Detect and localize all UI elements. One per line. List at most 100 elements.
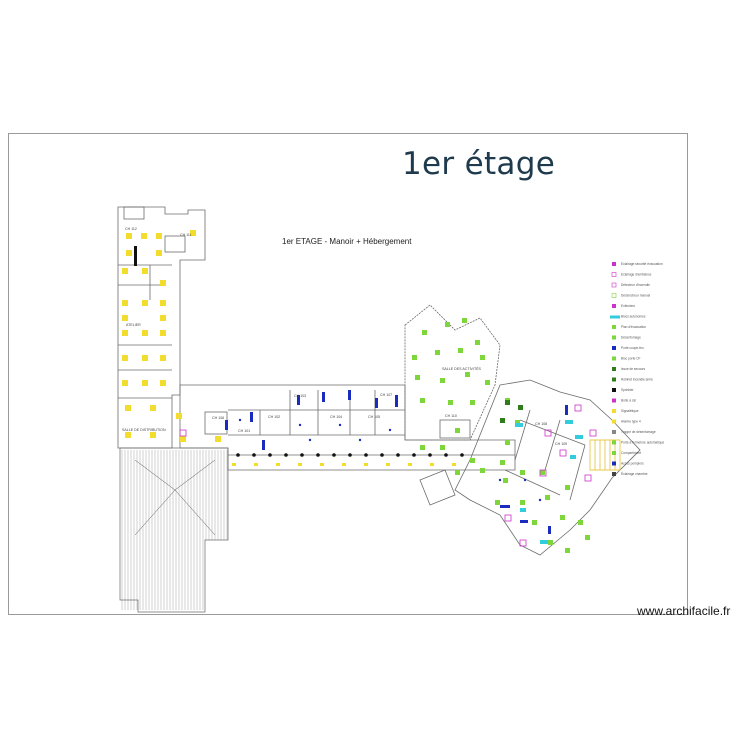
room-label: SALLE DES ACTIVITÉS <box>442 366 482 371</box>
extinguisher-icon <box>540 470 545 475</box>
sprinkler-icon <box>523 478 527 482</box>
legend-item: Signalétique <box>621 409 639 413</box>
emergency-light-icon <box>412 453 416 457</box>
extinguisher-icon <box>448 400 453 405</box>
room-label: CH 110 <box>445 414 457 418</box>
evacuation-sign-icon <box>520 508 526 512</box>
legend-swatch <box>612 356 616 361</box>
extinguisher-icon <box>480 468 485 473</box>
smoke-detector-icon <box>160 300 166 306</box>
room-label: CH 103 <box>294 394 306 398</box>
legend-swatch <box>612 325 616 329</box>
smoke-detector-icon <box>408 463 412 466</box>
extinguisher-icon <box>578 520 583 525</box>
room-label: CH 111 <box>180 233 192 237</box>
room-label: ATELIER <box>126 323 141 327</box>
smoke-detector-icon <box>386 463 390 466</box>
smoke-detector-icon <box>122 330 128 336</box>
legend-item: Éclairage chambre <box>621 471 648 476</box>
stairwell-marker <box>134 246 137 266</box>
alarm-icon <box>559 449 567 457</box>
fire-door-icon <box>297 395 300 405</box>
extinguisher-icon <box>520 500 525 505</box>
sprinkler-icon <box>498 478 502 482</box>
emergency-light-icon <box>428 453 432 457</box>
legend-swatch <box>610 315 620 319</box>
fire-door-icon <box>348 390 351 400</box>
extinguisher-icon <box>455 428 460 433</box>
sprinkler-icon <box>298 423 302 427</box>
room-label: CH 108 <box>535 422 547 426</box>
fire-door-icon <box>225 420 228 430</box>
smoke-detector-icon <box>142 300 148 306</box>
smoke-detector-icon <box>122 315 128 321</box>
page-title: 1er étage <box>402 146 556 182</box>
room-label: CH 106 <box>212 416 224 420</box>
smoke-detector-icon <box>126 250 132 256</box>
alarm-icon <box>539 469 547 477</box>
legend-swatch <box>611 272 617 277</box>
legend-swatch <box>612 367 616 371</box>
emergency-light-icon <box>348 453 352 457</box>
smoke-detector-icon <box>190 230 196 236</box>
extinguisher-icon <box>470 458 475 463</box>
fire-door-icon <box>500 505 510 508</box>
legend-swatch <box>612 472 616 476</box>
smoke-detector-icon <box>160 380 166 386</box>
room-label: CH 104 <box>330 415 342 419</box>
legend-swatch <box>611 282 617 288</box>
alarm-icon <box>504 514 512 522</box>
room-label: CH 109 <box>555 442 567 446</box>
smoke-detector-icon <box>215 436 221 442</box>
legend-swatch <box>612 440 616 445</box>
alarm-icon <box>179 429 187 437</box>
legend-item: Porte coupe-feu <box>621 346 644 350</box>
smoke-detector-icon <box>176 413 182 419</box>
legend-swatch <box>612 335 616 340</box>
alarm-icon <box>589 429 597 437</box>
extinguisher-icon <box>585 535 590 540</box>
legend-item: Eclairage d'ambiance <box>621 273 652 277</box>
legend-item: Bloc porte CF <box>621 357 641 361</box>
alarm-icon <box>544 429 552 437</box>
legend-swatch <box>612 304 616 308</box>
smoke-detector-icon <box>142 355 148 361</box>
extinguisher-icon <box>545 495 550 500</box>
legend-item: Porte à fermeture automatique <box>621 441 664 445</box>
smoke-detector-icon <box>160 355 166 361</box>
central-block <box>179 384 516 471</box>
smoke-detector-icon <box>122 380 128 386</box>
sprinkler-icon <box>358 438 362 442</box>
legend-item: Détecteur d'incendie <box>621 283 650 287</box>
evacuation-sign-icon <box>575 435 583 439</box>
smoke-detector-icon <box>150 405 156 411</box>
extinguisher-icon <box>500 460 505 465</box>
watermark: www.archifacile.fr <box>637 604 731 618</box>
fire-door-icon <box>250 412 253 422</box>
extinguisher-icon <box>520 470 525 475</box>
smoke-detector-icon <box>160 330 166 336</box>
legend-swatch <box>612 451 616 455</box>
extinguisher-icon <box>420 445 425 450</box>
smoke-detector-icon <box>122 268 128 274</box>
extinguisher-icon <box>532 520 537 525</box>
legend-item: Extincteur <box>621 304 636 308</box>
smoke-detector-icon <box>160 280 166 286</box>
extinguisher-icon <box>565 485 570 490</box>
fire-door-icon <box>520 520 528 523</box>
legend-item: Plan d'évacuation <box>621 325 646 329</box>
emergency-light-icon <box>252 453 256 457</box>
sprinkler-icon <box>238 418 242 422</box>
extinguisher-icon <box>480 355 485 360</box>
alarm-icon <box>584 474 592 482</box>
extinguisher-icon <box>515 420 520 425</box>
extinguisher-icon <box>458 348 463 353</box>
legend-item: Boîte à clé <box>621 399 636 403</box>
smoke-detector-icon <box>125 405 131 411</box>
alarm-icon <box>519 539 527 547</box>
legend-swatch <box>612 377 616 382</box>
extinguisher-icon <box>503 478 508 483</box>
left-wing <box>117 206 206 449</box>
extinguisher-icon <box>548 540 553 545</box>
emergency-light-icon <box>332 453 336 457</box>
